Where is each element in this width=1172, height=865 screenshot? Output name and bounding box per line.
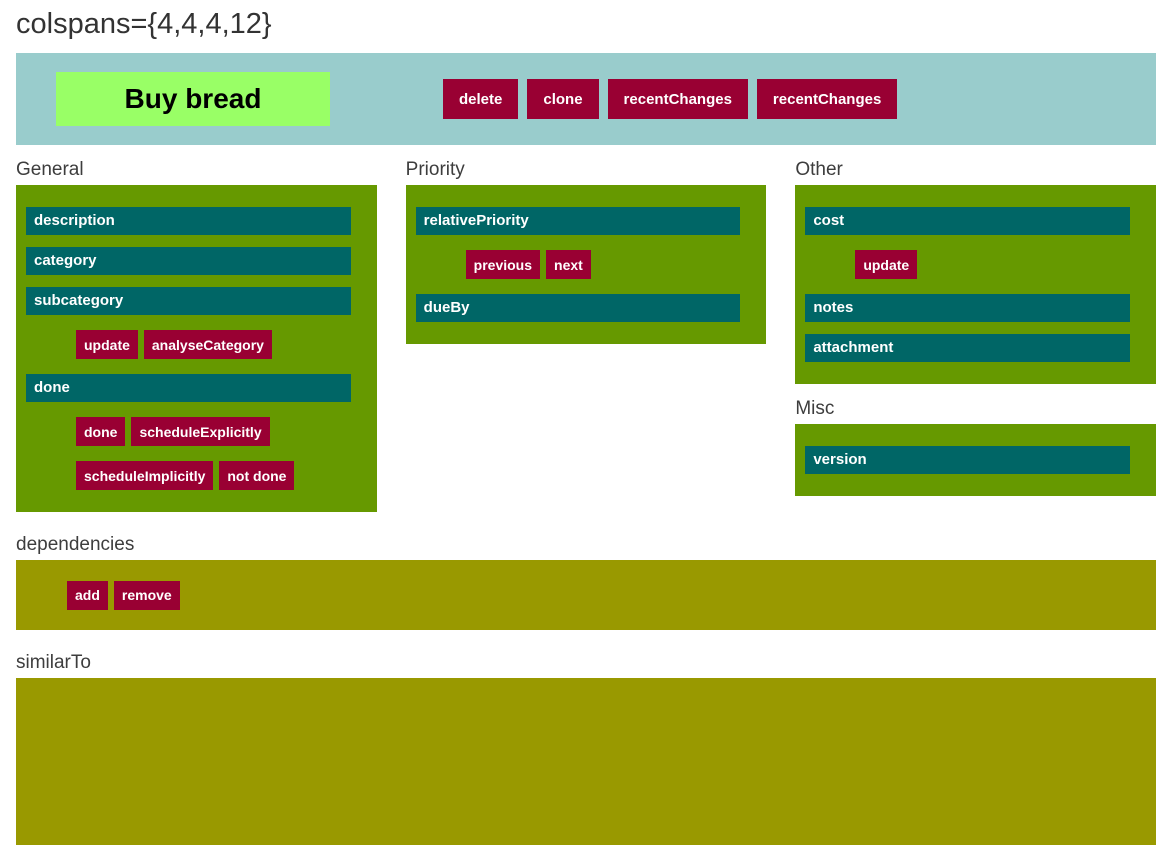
task-name-box: Buy bread — [56, 72, 330, 126]
panel-misc: version — [795, 424, 1156, 496]
clone-button[interactable]: clone — [527, 79, 599, 119]
add-button[interactable]: add — [67, 580, 108, 610]
recentchanges-button[interactable]: recentChanges — [756, 79, 898, 119]
field-category: category — [26, 247, 351, 275]
previous-button[interactable]: previous — [465, 250, 541, 279]
field-subcategory: subcategory — [26, 287, 351, 315]
not-done-button[interactable]: not done — [219, 461, 295, 490]
field-dueby: dueBy — [415, 294, 741, 322]
field-done: done — [26, 374, 351, 402]
section-heading-other: Other — [795, 159, 843, 180]
column-1: General description category subcategory upd… — [16, 159, 377, 512]
update-button[interactable]: update — [76, 330, 138, 359]
update-button[interactable]: update — [855, 250, 918, 279]
next-button[interactable]: next — [546, 250, 591, 279]
delete-button[interactable]: delete — [443, 79, 519, 119]
recentchanges-button[interactable]: recentChanges — [607, 79, 748, 119]
section-heading-dependencies: dependencies — [16, 534, 135, 555]
field-attachment: attachment — [805, 334, 1130, 362]
field-cost: cost — [805, 207, 1130, 235]
field-relativepriority: relativePriority — [415, 207, 741, 235]
field-notes: notes — [805, 294, 1130, 322]
section-heading-similarto: similarTo — [16, 652, 91, 673]
remove-button[interactable]: remove — [113, 580, 180, 610]
scheduleexplicitly-button[interactable]: scheduleExplicitly — [131, 417, 270, 446]
page-title: colspans={4,4,4,12} — [16, 8, 272, 40]
panel-other: cost update notes attachment — [795, 185, 1156, 384]
field-description: description — [26, 207, 351, 235]
section-heading-general: General — [16, 159, 84, 180]
section-heading-priority: Priority — [405, 159, 465, 180]
section-block-similarto — [16, 678, 1156, 845]
form-columns: General description category subcategory upd… — [16, 159, 1156, 512]
section-heading-misc: Misc — [795, 398, 835, 419]
field-version: version — [805, 446, 1130, 474]
analysecategory-button[interactable]: analyseCategory — [143, 330, 272, 359]
scheduleimplicitly-button[interactable]: scheduleImplicitly — [76, 461, 214, 490]
done-button[interactable]: done — [76, 417, 126, 446]
button-row: update — [805, 250, 1130, 279]
